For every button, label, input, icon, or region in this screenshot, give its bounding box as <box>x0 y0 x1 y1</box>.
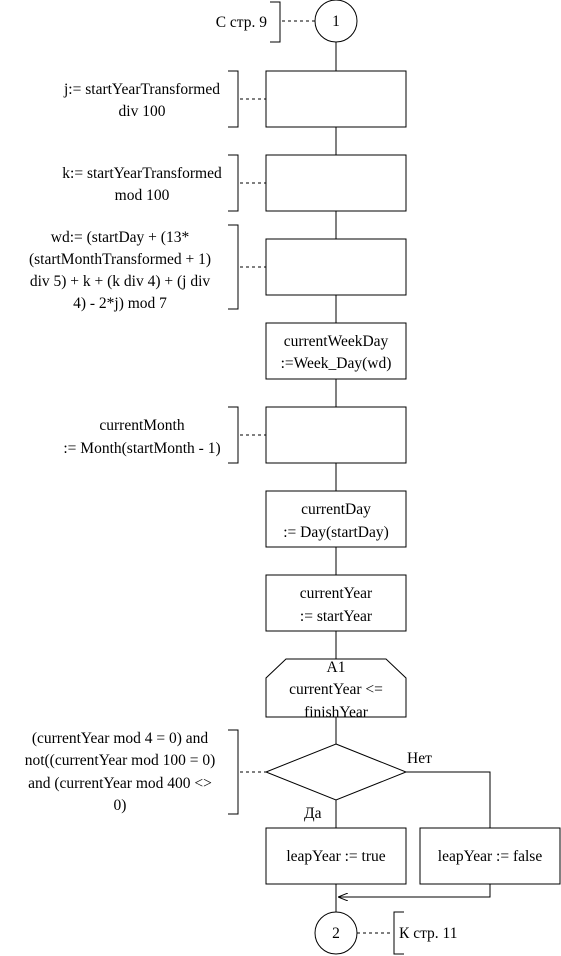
end-note-text: К стр. 11 <box>399 925 457 942</box>
leap-false-text: leapYear := false <box>438 848 543 865</box>
comment-k-line-2: mod 100 <box>115 187 170 204</box>
end-connector-label: 2 <box>332 925 340 942</box>
process-block-wd <box>265 238 407 296</box>
comment-bracket-k <box>228 154 239 212</box>
comment-k-line-1: k:= startYearTransformed <box>62 165 222 182</box>
weekday-line-2: :=Week_Day(wd) <box>281 355 392 372</box>
decision-leap-year <box>264 743 408 801</box>
comment-bracket-month <box>228 406 239 464</box>
end-note-bracket <box>393 911 404 955</box>
loop-start-block <box>265 658 407 718</box>
process-block-year <box>265 574 407 632</box>
day-line-1: currentDay <box>301 501 371 518</box>
comment-wd-line-3: div 5) + k + (k div 4) + (j div <box>30 273 211 290</box>
flow-line-no <box>406 771 491 828</box>
branch-label-no: Нет <box>407 750 432 767</box>
leap-true-text: leapYear := true <box>286 848 385 865</box>
comment-month-line-1: currentMonth <box>99 417 184 434</box>
comment-wd-line-1: wd:= (startDay + (13* <box>51 229 190 246</box>
process-block-j <box>265 70 407 128</box>
start-note-bracket <box>270 1 281 43</box>
comment-j-line-2: div 100 <box>119 103 166 120</box>
comment-month-line-2: := Month(startMonth - 1) <box>63 440 220 457</box>
comment-bracket-wd <box>228 224 239 310</box>
loop-line-3: finishYear <box>304 704 369 721</box>
flow-line-no-return <box>338 884 491 897</box>
process-block-day <box>265 490 407 548</box>
branch-label-yes: Да <box>304 805 322 822</box>
start-note-text: С стр. 9 <box>216 14 268 31</box>
condition-line-2: not((currentYear mod 100 = 0) <box>25 752 216 769</box>
comment-j-line-1: j:= startYearTransformed <box>63 81 220 98</box>
condition-line-4: 0) <box>114 797 127 814</box>
condition-line-3: and (currentYear mod 400 <> <box>28 775 212 792</box>
start-connector-label: 1 <box>332 13 340 30</box>
weekday-line-1: currentWeekDay <box>284 333 389 350</box>
process-block-leap-true <box>265 827 407 885</box>
year-line-2: := startYear <box>300 608 373 625</box>
condition-line-1: (currentYear mod 4 = 0) and <box>32 730 209 747</box>
process-block-month <box>265 406 407 464</box>
loop-line-1: A1 <box>327 659 346 676</box>
loop-line-2: currentYear <= <box>289 681 383 698</box>
comment-bracket-j <box>228 70 239 128</box>
comment-wd-line-4: 4) - 2*j) mod 7 <box>73 295 167 312</box>
comment-wd-line-2: (startMonthTransformed + 1) <box>29 251 211 268</box>
day-line-2: := Day(startDay) <box>283 524 389 541</box>
process-block-leap-false <box>419 827 561 885</box>
process-block-k <box>265 154 407 212</box>
year-line-1: currentYear <box>300 585 373 602</box>
process-block-weekday <box>265 322 407 380</box>
comment-bracket-condition <box>228 729 239 815</box>
